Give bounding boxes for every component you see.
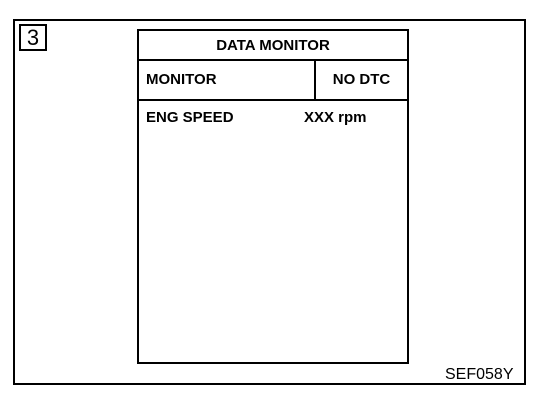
monitor-item-label: ENG SPEED — [146, 109, 234, 126]
figure-code-label: SEF058Y — [445, 366, 514, 383]
monitor-item-value: XXX rpm — [304, 109, 367, 126]
header-divider — [314, 61, 316, 99]
figure-frame — [13, 19, 526, 385]
monitor-header-label: MONITOR — [146, 71, 217, 88]
dtc-status-label: NO DTC — [332, 71, 391, 88]
monitor-header-row: MONITOR NO DTC — [139, 61, 407, 101]
data-monitor-screen: DATA MONITOR MONITOR NO DTC ENG SPEED XX… — [137, 29, 409, 364]
screen-title: DATA MONITOR — [139, 31, 407, 61]
step-number-badge: 3 — [19, 24, 47, 51]
monitor-item-row: ENG SPEED XXX rpm — [139, 109, 407, 133]
